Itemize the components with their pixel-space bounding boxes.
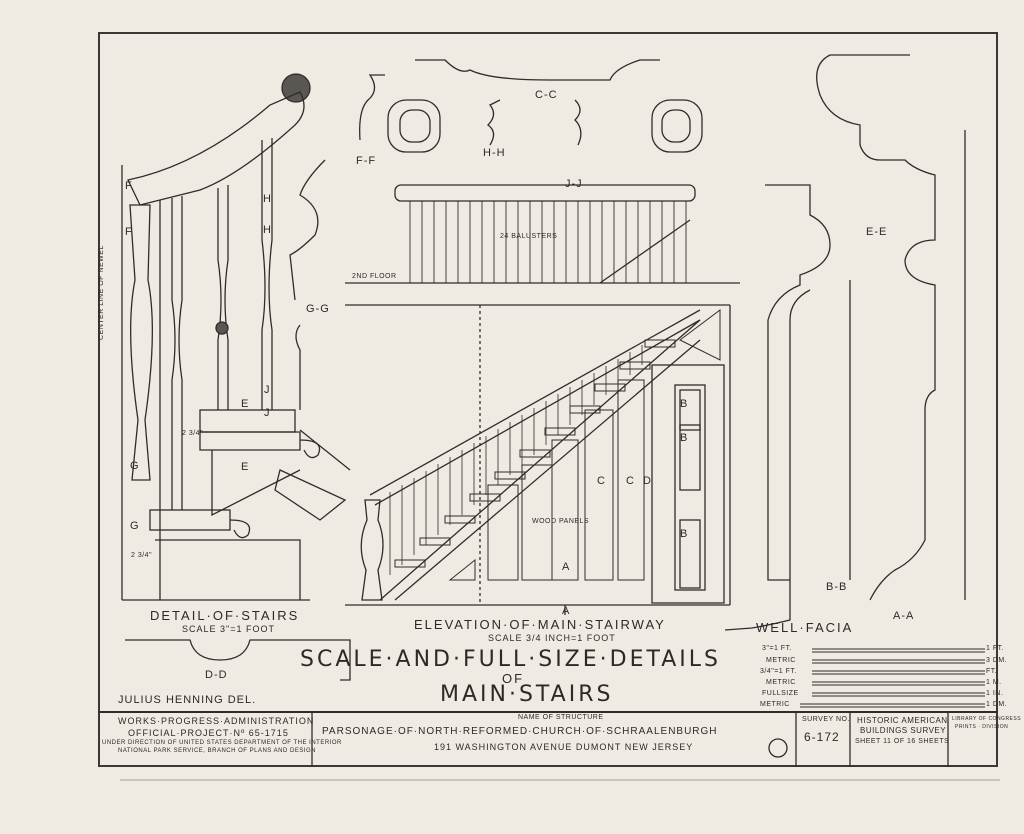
label-a-inner: A xyxy=(562,561,571,573)
profile-aa xyxy=(869,300,936,601)
survey-no-label: SURVEY NO. xyxy=(802,716,850,723)
label-c-left: C xyxy=(597,475,606,487)
label-b-1: B xyxy=(680,398,689,410)
label-j-top: J xyxy=(264,384,271,396)
profile-well-facia xyxy=(724,289,811,631)
newel-post xyxy=(129,204,153,481)
survey-number: 6-172 xyxy=(804,730,840,744)
label-h-bottom: H xyxy=(263,224,272,236)
wpa-line4: NATIONAL PARK SERVICE, BRANCH OF PLANS A… xyxy=(118,748,316,754)
door-frame xyxy=(651,364,725,604)
center-line-newel-label: CENTER LINE OF NEWEL xyxy=(98,245,105,340)
scale-4-end: 1 M. xyxy=(986,679,1002,686)
baluster-section-dot xyxy=(215,321,229,335)
handrail-curve xyxy=(127,91,305,206)
elevation-title: ELEVATION·OF·MAIN·STAIRWAY xyxy=(414,617,666,632)
elevation-scale: SCALE 3/4 INCH=1 FOOT xyxy=(488,633,616,643)
scale-6-end: 1 DM. xyxy=(986,701,1008,708)
baluster-1 xyxy=(171,196,183,510)
jj-balusters xyxy=(409,201,687,283)
label-e-bottom: E xyxy=(241,461,250,473)
label-g-bottom: G xyxy=(130,520,140,532)
label-j-bottom: J xyxy=(264,407,271,419)
section-ff-label: F-F xyxy=(356,155,377,167)
scale-6-label: METRIC xyxy=(760,701,790,708)
label-a-outer: A xyxy=(562,605,571,617)
scale-1-label: 3"=1 FT. xyxy=(762,645,793,652)
handrail-section-circle xyxy=(281,73,311,103)
wood-panels xyxy=(448,309,721,581)
section-gg-label: G-G xyxy=(306,303,330,315)
scale-2-end: 3 DM. xyxy=(986,657,1008,664)
section-dd-label: D-D xyxy=(205,669,228,681)
profile-ff xyxy=(359,74,385,141)
detail-stairs-scale: SCALE 3"=1 FOOT xyxy=(182,624,275,634)
graphic-scales xyxy=(800,648,985,708)
label-b-2: B xyxy=(680,432,689,444)
label-d: D xyxy=(643,475,652,487)
scale-3-end: FT. xyxy=(986,668,998,675)
dim-label-2: 2 3/4" xyxy=(131,552,153,559)
section-jj-label: J-J xyxy=(565,178,583,190)
section-ff-rail xyxy=(387,99,441,153)
elevation-newel xyxy=(360,499,384,601)
section-ee-label: E-E xyxy=(866,226,888,238)
scale-4-label: METRIC xyxy=(766,679,796,686)
profile-ee xyxy=(816,54,936,300)
scale-2-label: METRIC xyxy=(766,657,796,664)
floor-label: 2ND FLOOR xyxy=(352,273,397,280)
structure-name-label: NAME OF STRUCTURE xyxy=(518,714,604,721)
section-bb-label: B-B xyxy=(826,581,848,593)
dim-label-1: 2 3/4" xyxy=(182,430,204,437)
detail-stairs-title: DETAIL·OF·STAIRS xyxy=(150,608,300,623)
label-b-3: B xyxy=(680,528,689,540)
jj-handrail xyxy=(394,184,696,202)
wpa-line3: UNDER DIRECTION OF UNITED STATES DEPARTM… xyxy=(102,740,342,746)
section-hh-label: H-H xyxy=(483,147,506,159)
scale-5-label: FULLSIZE xyxy=(762,690,799,697)
stair-stringer xyxy=(379,319,701,601)
section-right-rail xyxy=(651,99,703,153)
label-h-top: H xyxy=(263,193,272,205)
profile-hh xyxy=(486,99,501,146)
library-stamp-2: PRINTS · DIVISION xyxy=(955,724,1009,730)
profile-cc xyxy=(415,59,660,81)
scale-3-label: 3/4"=1 FT. xyxy=(760,668,797,675)
label-f-bottom: F xyxy=(125,226,133,238)
label-e-top: E xyxy=(241,398,250,410)
structure-name: PARSONAGE·OF·NORTH·REFORMED·CHURCH·OF·SC… xyxy=(322,726,718,737)
section-aa-label: A-A xyxy=(893,610,915,622)
label-c-right: C xyxy=(626,475,635,487)
wpa-seal xyxy=(768,738,788,758)
structure-address: 191 WASHINGTON AVENUE DUMONT NEW JERSEY xyxy=(434,742,694,752)
delineator: JULIUS HENNING DEL. xyxy=(118,694,257,706)
wood-panels-label: WOOD PANELS xyxy=(532,518,590,525)
stair-treads xyxy=(394,339,676,568)
scale-5-end: 1 IN. xyxy=(986,690,1004,697)
scale-1-end: 1 FT. xyxy=(986,645,1005,652)
stair-balusters xyxy=(389,345,643,575)
library-stamp-1: LIBRARY OF CONGRESS xyxy=(952,716,1022,722)
wpa-line1: WORKS·PROGRESS·ADMINISTRATION xyxy=(118,716,315,726)
label-g-top: G xyxy=(130,460,140,472)
main-title-line2: OF xyxy=(502,671,525,686)
profile-dd xyxy=(125,639,351,681)
profile-gg xyxy=(289,159,326,301)
baluster-3 xyxy=(261,138,273,410)
profile-bb xyxy=(765,184,831,581)
main-title-line1: SCALE·AND·FULL·SIZE·DETAILS xyxy=(300,647,721,672)
wpa-line2: OFFICIAL·PROJECT·Nº 65-1715 xyxy=(128,728,289,738)
habs-line2: BUILDINGS SURVEY xyxy=(860,726,947,735)
main-title-line3: MAIN·STAIRS xyxy=(440,682,614,707)
drawing-sheet-border xyxy=(98,32,998,767)
baluster-2 xyxy=(217,185,229,410)
section-cc-label: C-C xyxy=(535,89,558,101)
balusters-label: 24 BALUSTERS xyxy=(500,233,558,240)
habs-line1: HISTORIC AMERICAN xyxy=(857,716,948,725)
label-f-top: F xyxy=(125,180,133,192)
sheet-number: SHEET 11 OF 16 SHEETS xyxy=(855,738,950,745)
well-facia-title: WELL·FACIA xyxy=(756,620,854,635)
